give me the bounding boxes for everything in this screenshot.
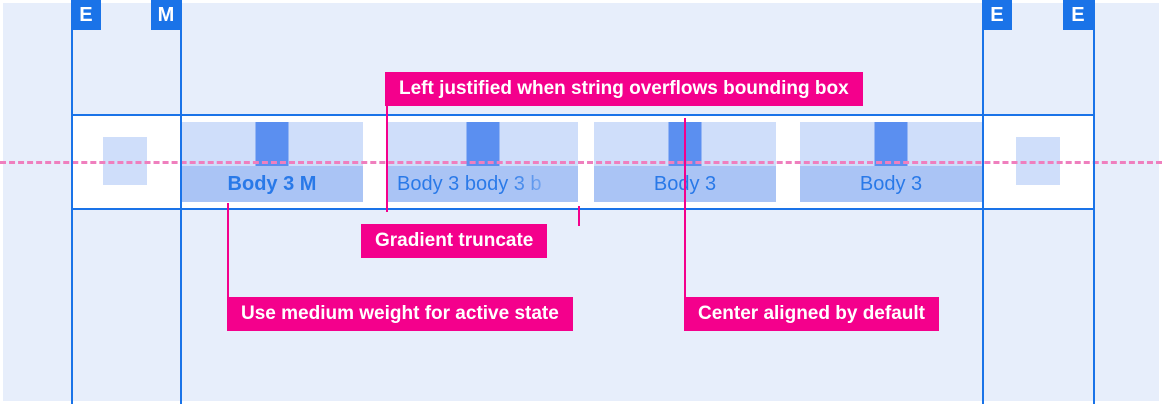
guide-line-e-left	[71, 0, 73, 404]
tab-label-1: Body 3 M	[227, 173, 317, 195]
guide-cap-e-left: E	[71, 0, 101, 30]
tab-label-2: Body 3 body 3 b	[388, 166, 578, 202]
tab-icon-area	[181, 122, 363, 166]
tab-icon-placeholder-icon	[874, 122, 908, 166]
tab-item-1[interactable]: Body 3 M	[181, 122, 363, 202]
annotation-leader-left-justified	[386, 106, 388, 212]
tab-icon-area	[388, 122, 578, 166]
annotation-leader-medium-weight	[227, 203, 229, 297]
guide-cap-e-right-outer: E	[1063, 0, 1093, 30]
tab-icon-area	[800, 122, 982, 166]
tab-label-4: Body 3	[859, 173, 923, 195]
tab-icon-placeholder-icon	[466, 122, 500, 166]
guide-line-e-right-outer	[1093, 0, 1095, 404]
tab-item-2[interactable]: Body 3 body 3 b	[388, 122, 578, 202]
annotation-gradient-truncate: Gradient truncate	[361, 224, 548, 258]
guide-cap-e-right-inner: E	[982, 0, 1012, 30]
vertical-center-guideline	[0, 161, 1162, 164]
tab-item-4[interactable]: Body 3	[800, 122, 982, 202]
tab-label-bar: Body 3 M	[181, 166, 363, 202]
tab-label-bar: Body 3	[800, 166, 982, 202]
guide-line-m	[180, 0, 182, 404]
annotation-leader-gradient-truncate	[578, 206, 580, 226]
annotation-left-justified: Left justified when string overflows bou…	[385, 72, 863, 106]
guide-line-e-right-inner	[982, 0, 984, 404]
annotation-leader-center-aligned	[684, 118, 686, 297]
tab-label-bar: Body 3 body 3 b	[388, 166, 578, 202]
guide-cap-m: M	[151, 0, 181, 30]
annotation-medium-weight: Use medium weight for active state	[227, 297, 573, 331]
tab-icon-placeholder-icon	[255, 122, 289, 166]
annotation-center-aligned: Center aligned by default	[684, 297, 939, 331]
